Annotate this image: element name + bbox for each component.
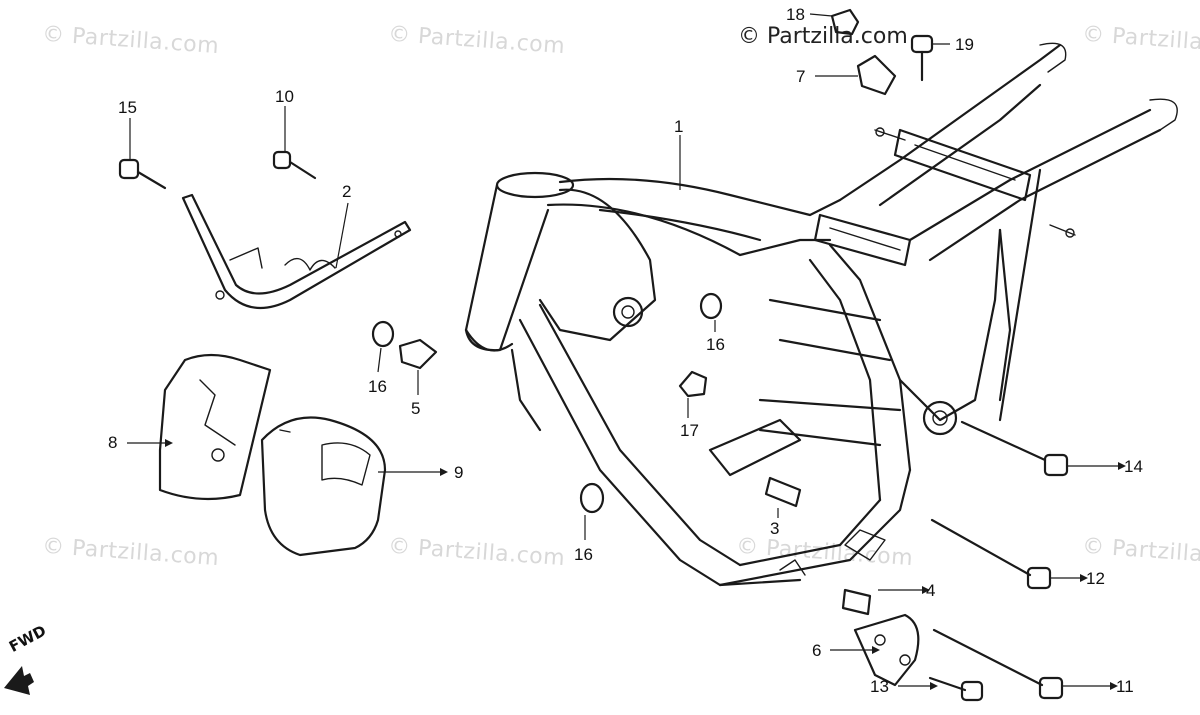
fwd-arrow-icon <box>4 666 34 695</box>
callout-4[interactable]: 4 <box>926 581 936 600</box>
cover-part-8 <box>158 353 272 501</box>
nut-part-18 <box>830 8 860 36</box>
frame-body-part-1 <box>464 42 1178 587</box>
callout-19[interactable]: 19 <box>955 35 974 54</box>
bushing-part-5 <box>398 338 438 370</box>
callout-13[interactable]: 13 <box>870 677 889 696</box>
callout-6[interactable]: 6 <box>812 641 822 660</box>
collar-part-3 <box>764 476 802 508</box>
rubber-part-16 <box>371 320 395 348</box>
leader-lines <box>127 13 1118 687</box>
callout-9[interactable]: 9 <box>454 463 464 482</box>
callout-5[interactable]: 5 <box>411 399 421 418</box>
brand-watermark: © Partzilla.com <box>738 24 908 49</box>
callout-14[interactable]: 14 <box>1124 457 1143 476</box>
callout-7[interactable]: 7 <box>796 67 806 86</box>
callout-3[interactable]: 3 <box>770 519 780 538</box>
bolt-part-15 <box>118 158 167 190</box>
callout-1[interactable]: 1 <box>674 117 684 136</box>
bolt-part-11 <box>932 628 1064 700</box>
callout-18[interactable]: 18 <box>786 5 805 24</box>
callout-11[interactable]: 11 <box>1116 677 1134 696</box>
callout-15[interactable]: 15 <box>118 98 137 117</box>
callout-12[interactable]: 12 <box>1086 569 1105 588</box>
bolt-part-12 <box>930 518 1052 590</box>
bolt-part-19 <box>910 34 934 82</box>
callout-16-low[interactable]: 16 <box>574 545 593 564</box>
rubber-part-16-center <box>699 292 723 320</box>
nut-part-17 <box>678 370 708 398</box>
rubber-part-16-low <box>579 482 605 514</box>
plate-part-6 <box>853 613 920 687</box>
cover-part-9 <box>260 416 387 557</box>
bracket-part-2 <box>181 193 412 310</box>
callout-16-left[interactable]: 16 <box>368 377 387 396</box>
callout-17[interactable]: 17 <box>680 421 699 440</box>
callout-16-center[interactable]: 16 <box>706 335 725 354</box>
bolt-part-14 <box>960 420 1069 477</box>
collar-part-4 <box>841 588 872 616</box>
callout-8[interactable]: 8 <box>108 433 118 452</box>
bolt-part-10 <box>272 150 317 180</box>
callout-2[interactable]: 2 <box>342 182 352 201</box>
callout-10[interactable]: 10 <box>275 87 294 106</box>
bracket-part-7 <box>856 54 897 96</box>
leader-arrowheads <box>165 439 1126 690</box>
bolt-part-13 <box>928 676 984 702</box>
